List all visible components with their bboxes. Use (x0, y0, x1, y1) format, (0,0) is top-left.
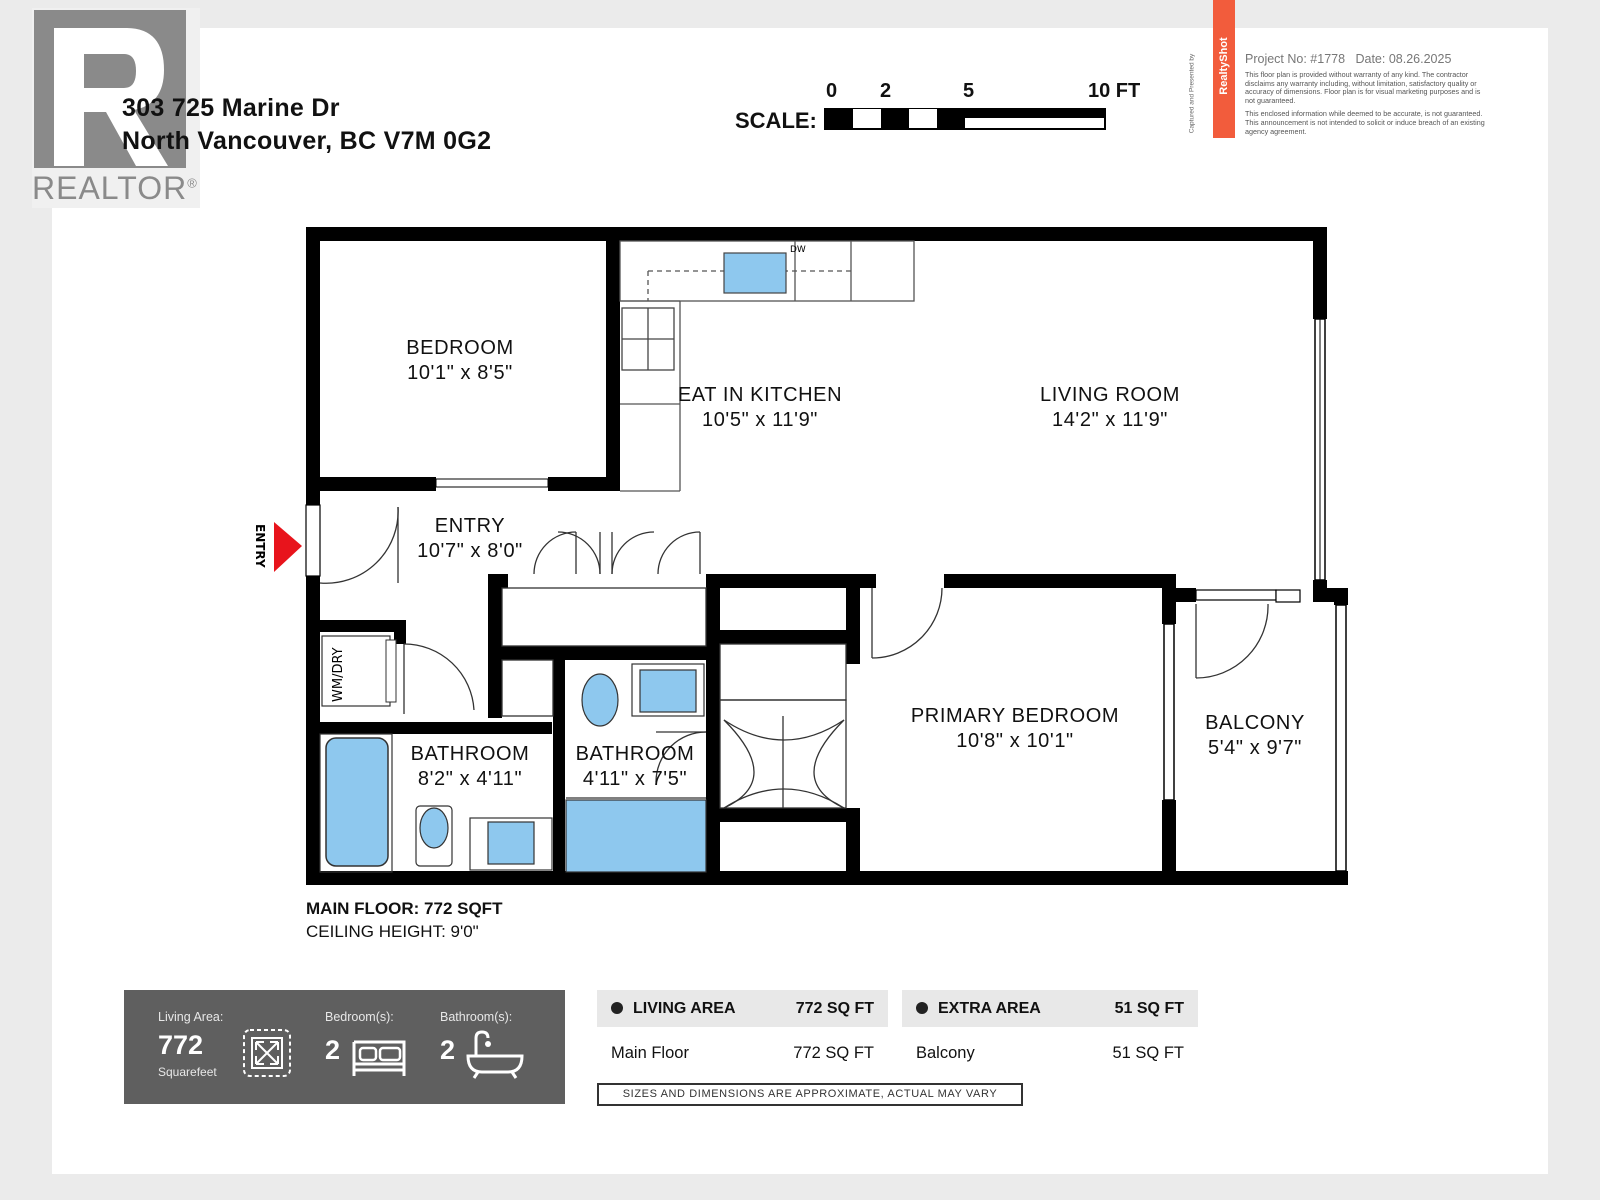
project-info: Project No: #1778 Date: 08.26.2025 This … (1245, 52, 1485, 141)
room-name: BALCONY (1205, 712, 1305, 734)
room-primary-bedroom: PRIMARY BEDROOM 10'8" x 10'1" (900, 704, 1130, 754)
room-balcony: BALCONY 5'4" x 9'7" (1180, 711, 1330, 761)
extra-area-title: EXTRA AREA (938, 1000, 1041, 1017)
realtor-logo-text: REALTOR® (32, 170, 198, 206)
realtyshot-logo: RealtyShot (1213, 0, 1235, 138)
room-entry: ENTRY 10'7" x 8'0" (390, 514, 550, 564)
room-name: PRIMARY BEDROOM (910, 705, 1120, 727)
address-line-2: North Vancouver, BC V7M 0G2 (122, 127, 492, 155)
dishwasher-label: DW (790, 245, 806, 255)
living-area-title: LIVING AREA (633, 1000, 736, 1017)
bedrooms-value: 2 (325, 1035, 341, 1065)
room-name: EAT IN KITCHEN (677, 384, 843, 406)
row-label: Balcony (916, 1044, 975, 1062)
area-expand-icon (243, 1029, 291, 1077)
stats-panel: Living Area: 772 Squarefeet Bedroom(s): … (124, 990, 565, 1104)
bathtub-icon (466, 1030, 524, 1079)
shower (565, 799, 707, 873)
room-bedroom: BEDROOM 10'1" x 8'5" (370, 336, 550, 386)
disclaimer-1: This floor plan is provided without warr… (1245, 70, 1481, 105)
room-dims: 8'2" x 4'11" (417, 768, 523, 790)
bullet-dot-icon (611, 1002, 623, 1014)
laundry-label: WM/DRY (331, 647, 346, 702)
living-area-unit: Squarefeet (158, 1065, 217, 1079)
room-dims: 10'7" x 8'0" (417, 540, 523, 562)
row-label: Main Floor (611, 1044, 689, 1062)
room-living: LIVING ROOM 14'2" x 11'9" (1010, 383, 1210, 433)
room-dims: 10'8" x 10'1" (956, 730, 1074, 752)
room-name: BATHROOM (575, 743, 695, 765)
room-kitchen: EAT IN KITCHEN 10'5" x 11'9" (660, 383, 860, 433)
living-area-row: Main Floor 772 SQ FT (597, 1034, 888, 1070)
room-dims: 10'1" x 8'5" (407, 362, 513, 384)
scale-tick-5: 5 (963, 80, 975, 102)
row-value: 772 SQ FT (793, 1044, 874, 1062)
entry-marker-label: ENTRY (253, 524, 267, 568)
walls (306, 227, 1348, 885)
living-area-label: Living Area: (158, 1010, 224, 1024)
kitchen-sink (723, 252, 787, 294)
row-value: 51 SQ FT (1112, 1044, 1184, 1062)
room-name: BEDROOM (406, 337, 514, 359)
scale-tick-0: 0 (826, 80, 838, 102)
extra-area-total: 51 SQ FT (1114, 1000, 1184, 1017)
scale-tick-2: 2 (880, 80, 892, 102)
project-date: Date: 08.26.2025 (1355, 52, 1452, 66)
room-dims: 14'2" x 11'9" (1051, 409, 1168, 431)
living-area-header: LIVING AREA 772 SQ FT (597, 990, 888, 1027)
bathtub (325, 737, 389, 867)
living-area-value: 772 (158, 1030, 204, 1060)
scale-bar (824, 108, 1106, 130)
entry-arrow (274, 522, 302, 572)
bathrooms-value: 2 (440, 1035, 456, 1065)
bathroom-sink (639, 669, 697, 713)
room-bathroom-2: BATHROOM 4'11" x 7'5" (565, 742, 705, 792)
bathrooms-label: Bathroom(s): (440, 1010, 513, 1024)
room-name: ENTRY (434, 515, 506, 537)
room-bathroom-1: BATHROOM 8'2" x 4'11" (400, 742, 540, 792)
room-dims: 10'5" x 11'9" (701, 409, 818, 431)
realtor-logo (32, 8, 200, 208)
scale-label: SCALE: (735, 108, 817, 133)
extra-area-row: Balcony 51 SQ FT (902, 1034, 1198, 1070)
approximate-disclaimer: SIZES AND DIMENSIONS ARE APPROXIMATE, AC… (597, 1083, 1023, 1106)
toilet (581, 673, 619, 727)
project-number: Project No: #1778 (1245, 52, 1346, 66)
address-line-1: 303 725 Marine Dr (122, 94, 340, 122)
bed-icon (352, 1040, 406, 1076)
living-area-total: 772 SQ FT (795, 1000, 874, 1017)
room-name: BATHROOM (410, 743, 530, 765)
bedrooms-label: Bedroom(s): (325, 1010, 394, 1024)
extra-area-header: EXTRA AREA 51 SQ FT (902, 990, 1198, 1027)
toilet (419, 807, 449, 849)
room-dims: 4'11" x 7'5" (582, 768, 688, 790)
ceiling-height: CEILING HEIGHT: 9'0" (306, 922, 479, 941)
main-floor-area: MAIN FLOOR: 772 SQFT (306, 899, 503, 918)
disclaimer-2: This enclosed information while deemed t… (1245, 109, 1485, 136)
bathroom-sink (487, 821, 535, 865)
bullet-dot-icon (916, 1002, 928, 1014)
room-dims: 5'4" x 9'7" (1207, 737, 1303, 759)
room-name: LIVING ROOM (1040, 384, 1180, 406)
property-address: 303 725 Marine Dr North Vancouver, BC V7… (122, 92, 491, 158)
scale-tick-10: 10 FT (1088, 80, 1141, 102)
